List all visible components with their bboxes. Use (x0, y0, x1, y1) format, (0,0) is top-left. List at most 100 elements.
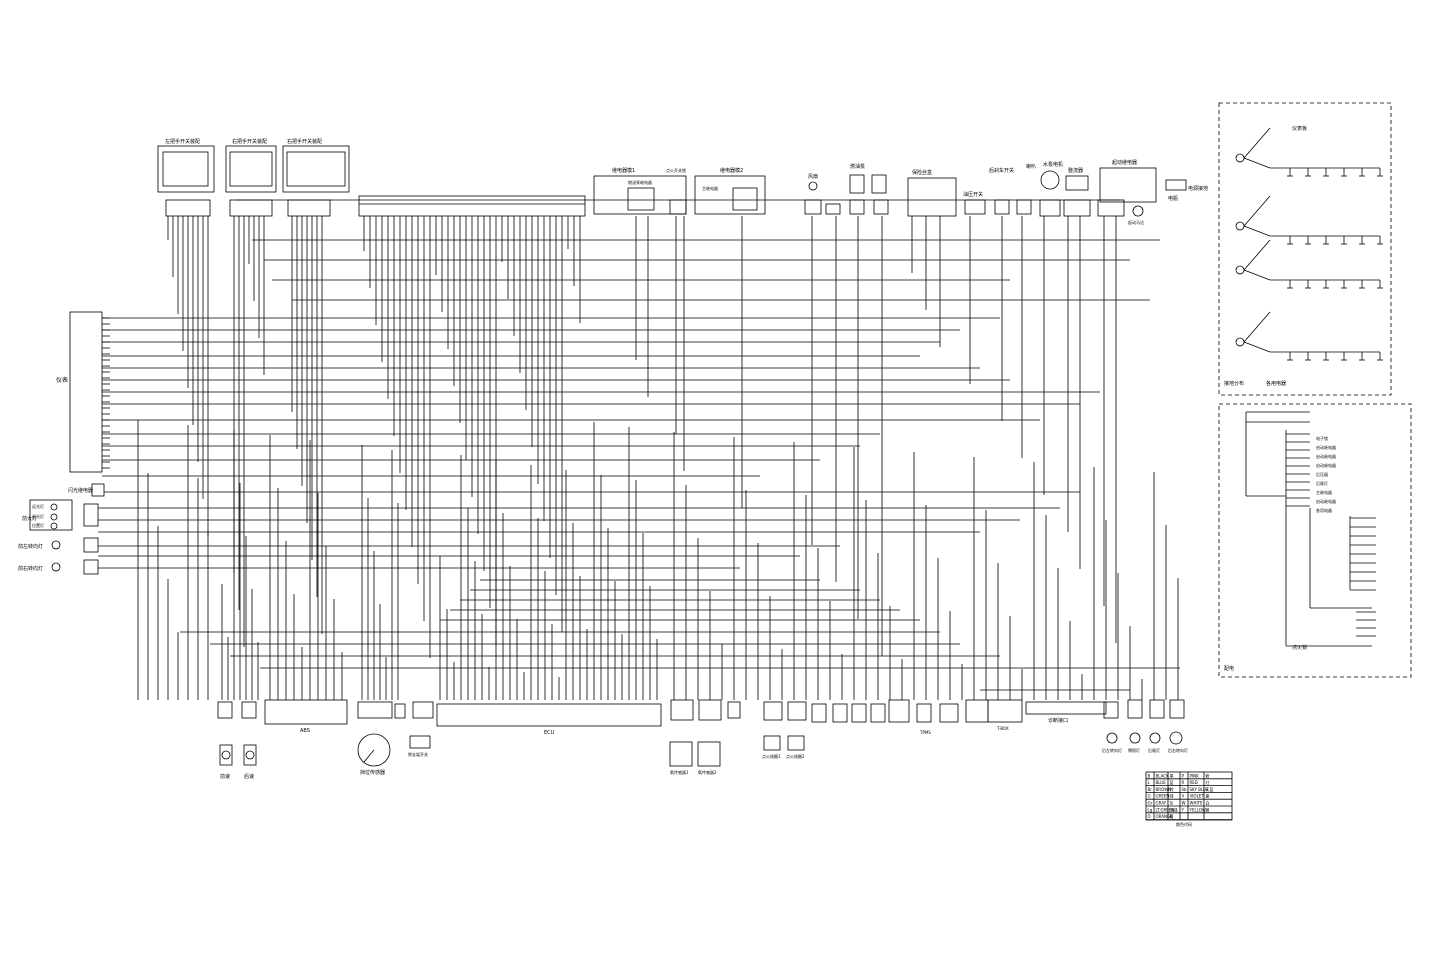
right-handlebar-switch: 右把手开关装配 (225, 138, 277, 217)
svg-text:前速: 前速 (220, 773, 230, 780)
legend-cell: GRAY (1156, 801, 1167, 806)
power-item-label: 启动继电器 (1316, 498, 1336, 504)
legend-cell: 棕 (1170, 786, 1174, 792)
relay-box-2: 继电器模2 主继电器 (694, 167, 766, 215)
svg-text:右把手开关装配: 右把手开关装配 (287, 138, 322, 145)
front-speed-sensor: 前速 (217, 701, 233, 780)
battery: 电瓶 电源接地 (1165, 179, 1208, 202)
power-item-label: 后压器 (1316, 471, 1328, 477)
svg-text:仪表: 仪表 (56, 376, 68, 384)
legend-cell: LT.GREEN (1156, 807, 1175, 812)
legend-cell: YELLOW (1189, 807, 1206, 812)
svg-text:左把手开关装配: 左把手开关装配 (165, 138, 200, 145)
power-item-label: 各用电器 (1316, 507, 1332, 513)
instrument-cluster: 仪表 (56, 311, 103, 473)
svg-text:牌照灯: 牌照灯 (1128, 747, 1140, 753)
instrument-harness-connector (358, 195, 586, 217)
svg-text:TPMS: TPMS (919, 730, 931, 735)
power-item-label: 主继电器 (1316, 489, 1332, 495)
svg-text:点火线圈1: 点火线圈1 (762, 753, 781, 759)
legend-cell: Y (1181, 807, 1185, 812)
tbox: T-BOX (987, 699, 1023, 731)
legend-cell: W (1182, 801, 1186, 806)
power-item-label: 启动继电器 (1316, 453, 1336, 459)
regulator: 整流器 (1063, 167, 1091, 217)
svg-text:水泵电机: 水泵电机 (1043, 161, 1063, 168)
legend-cell: 橙 (1170, 813, 1174, 819)
horn: 喇叭 (1016, 163, 1036, 215)
svg-text:位置灯: 位置灯 (32, 522, 44, 528)
start-relay: 起动继电器 起动马达 (1097, 159, 1157, 225)
legend-cell: BLUE (1156, 780, 1167, 785)
svg-text:后尾灯: 后尾灯 (1148, 747, 1160, 753)
svg-text:风扇: 风扇 (808, 173, 818, 180)
svg-text:喇叭: 喇叭 (1026, 163, 1036, 170)
svg-text:仪表板: 仪表板 (1292, 125, 1307, 132)
svg-text:氧传感器1: 氧传感器1 (670, 769, 689, 775)
svg-text:闪光继电器: 闪光继电器 (68, 487, 93, 494)
svg-text:ECU: ECU (544, 730, 555, 736)
svg-text:近光灯: 近光灯 (32, 513, 44, 519)
misc-sensors (811, 699, 989, 723)
legend-cell: ORANGE (1156, 814, 1174, 819)
legend-cell: Gr (1148, 801, 1153, 806)
legend-cell: RED (1190, 780, 1198, 785)
svg-text:后左转向灯: 后左转向灯 (1102, 747, 1122, 753)
fuse-box: 保险丝盒 (907, 169, 957, 217)
legend-cell: VIOLET (1190, 794, 1205, 799)
legend-caption: 颜色代码 (1176, 821, 1192, 827)
legend-cell: GREEN (1156, 794, 1170, 799)
legend-cell: 紫 (1206, 793, 1210, 799)
legend-cell: 蓝 (1170, 779, 1174, 785)
legend-cell: Br (1148, 787, 1153, 792)
svg-text:继电器模2: 继电器模2 (720, 167, 743, 174)
o2-sensors: 氧传感器1 氧传感器2 (669, 699, 722, 775)
front-right-turn: 前右转向灯 (18, 559, 99, 575)
gear-sensor: 挡位传感器 (357, 701, 393, 776)
legend-cell: PINK (1190, 773, 1200, 778)
svg-text:电瓶: 电瓶 (1168, 195, 1178, 202)
svg-text:起动马达: 起动马达 (1128, 219, 1144, 225)
headlight: 前大灯 远光灯 近光灯 位置灯 (22, 499, 99, 531)
legend-cell: Sb (1182, 787, 1188, 792)
fuel-pump: 燃油泵 (825, 163, 889, 215)
svg-text:电源接地: 电源接地 (1188, 185, 1208, 192)
legend-cell: 红 (1206, 779, 1210, 785)
svg-text:远光灯: 远光灯 (32, 503, 44, 509)
side-stand-switch: 侧支架开关 (394, 703, 431, 757)
svg-text:挡位传感器: 挡位传感器 (360, 769, 385, 776)
svg-text:后右转向灯: 后右转向灯 (1168, 747, 1188, 753)
power-item-label: 后尾灯 (1316, 480, 1328, 486)
svg-text:继电器模1: 继电器模1 (612, 167, 635, 174)
tpms: TPMS (919, 730, 931, 735)
svg-text:整流器: 整流器 (1068, 167, 1083, 174)
left-handlebar-switch: 左把手开关装配 (157, 138, 215, 217)
right-handlebar-switch-2: 右把手开关装配 (282, 138, 350, 217)
svg-text:主继电器: 主继电器 (702, 185, 718, 191)
power-item-label: 启动继电器 (1316, 462, 1336, 468)
rear-lights: 后左转向灯 牌照灯 后尾灯 后右转向灯 (1102, 699, 1188, 753)
front-left-turn: 前左转向灯 (18, 537, 99, 553)
flash-relay: 闪光继电器 (68, 483, 105, 497)
legend-cell: G (1148, 794, 1151, 799)
power-distribution-panel: 配电 点火锁 电子锁启动继电器启动继电器启动继电器后压器后尾灯主继电器启动继电器… (1218, 403, 1412, 678)
power-item-label: 电子锁 (1316, 435, 1328, 441)
legend-cell: P (1182, 773, 1185, 778)
svg-text:点火线圈2: 点火线圈2 (786, 753, 805, 759)
diagnostic-port: 诊断接口 (1025, 701, 1107, 724)
svg-text:前右转向灯: 前右转向灯 (18, 565, 43, 572)
legend-cell: SKY BLUE (1190, 787, 1209, 792)
legend-cell: 粉 (1206, 772, 1210, 778)
svg-text:起动继电器: 起动继电器 (1112, 159, 1137, 166)
legend-cell: 天蓝 (1206, 786, 1214, 792)
svg-text:配电: 配电 (1224, 665, 1234, 672)
ecu-module: ECU (412, 701, 662, 736)
svg-text:后速: 后速 (244, 773, 254, 780)
rear-brake-switch: 后刹车开关 (989, 167, 1014, 215)
svg-text:侧支架开关: 侧支架开关 (408, 751, 428, 757)
svg-text:燃油泵继电器: 燃油泵继电器 (628, 179, 652, 185)
legend-cell: V (1182, 794, 1185, 799)
abs-module: ABS (264, 699, 348, 734)
legend-cell: Lg (1148, 807, 1153, 812)
